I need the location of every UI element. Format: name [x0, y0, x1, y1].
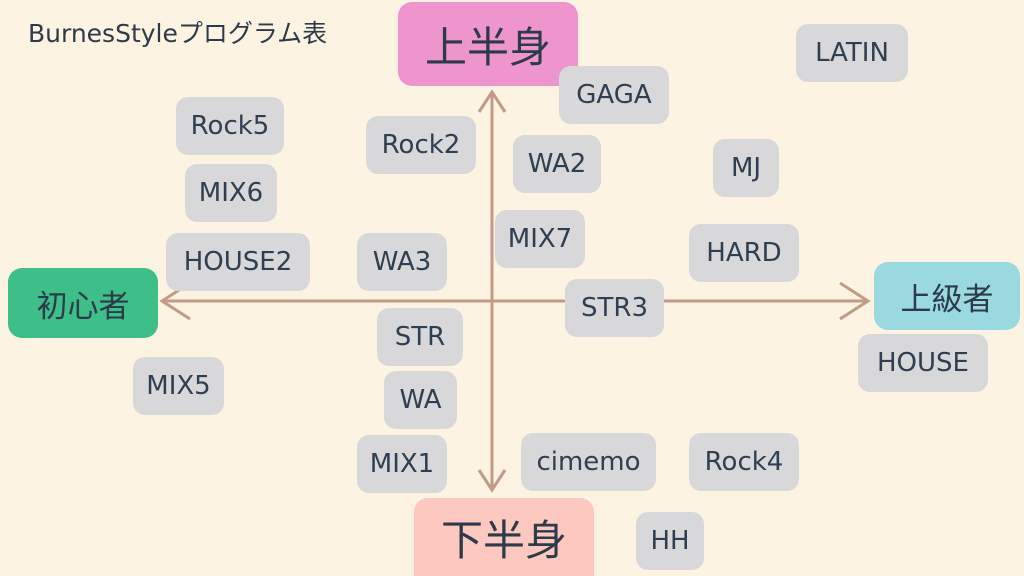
axis-label-upper-body: 上半身 — [398, 2, 578, 86]
program-tag-mix6: MIX6 — [185, 164, 277, 222]
program-tag-str3: STR3 — [565, 279, 664, 337]
axis-label-lower-body: 下半身 — [414, 498, 594, 576]
program-tag-mix5: MIX5 — [133, 357, 224, 415]
program-tag-str: STR — [377, 308, 463, 366]
program-tag-rock5: Rock5 — [176, 97, 284, 155]
program-tag-wa2: WA2 — [513, 135, 601, 193]
program-tag-mj: MJ — [713, 139, 779, 197]
top-arrowhead — [477, 89, 507, 113]
axis-label-beginner: 初心者 — [8, 268, 158, 338]
program-tag-mix7: MIX7 — [495, 210, 585, 268]
program-tag-house: HOUSE — [858, 334, 988, 392]
axis-label-advanced: 上級者 — [874, 262, 1020, 330]
program-tag-latin: LATIN — [796, 24, 908, 82]
program-tag-rock4: Rock4 — [689, 433, 799, 491]
bottom-arrowhead — [477, 469, 507, 493]
program-tag-cimemo: cimemo — [521, 433, 656, 491]
program-tag-wa3: WA3 — [357, 233, 447, 291]
program-tag-hard: HARD — [689, 224, 799, 282]
program-tag-rock2: Rock2 — [366, 116, 476, 174]
program-tag-house2: HOUSE2 — [166, 233, 310, 291]
program-tag-wa: WA — [384, 371, 457, 429]
program-tag-gaga: GAGA — [559, 66, 669, 124]
page-title: BurnesStyleプログラム表 — [28, 19, 328, 48]
program-tag-mix1: MIX1 — [357, 435, 447, 493]
program-tag-hh: HH — [636, 512, 704, 570]
right-arrowhead — [839, 281, 871, 321]
